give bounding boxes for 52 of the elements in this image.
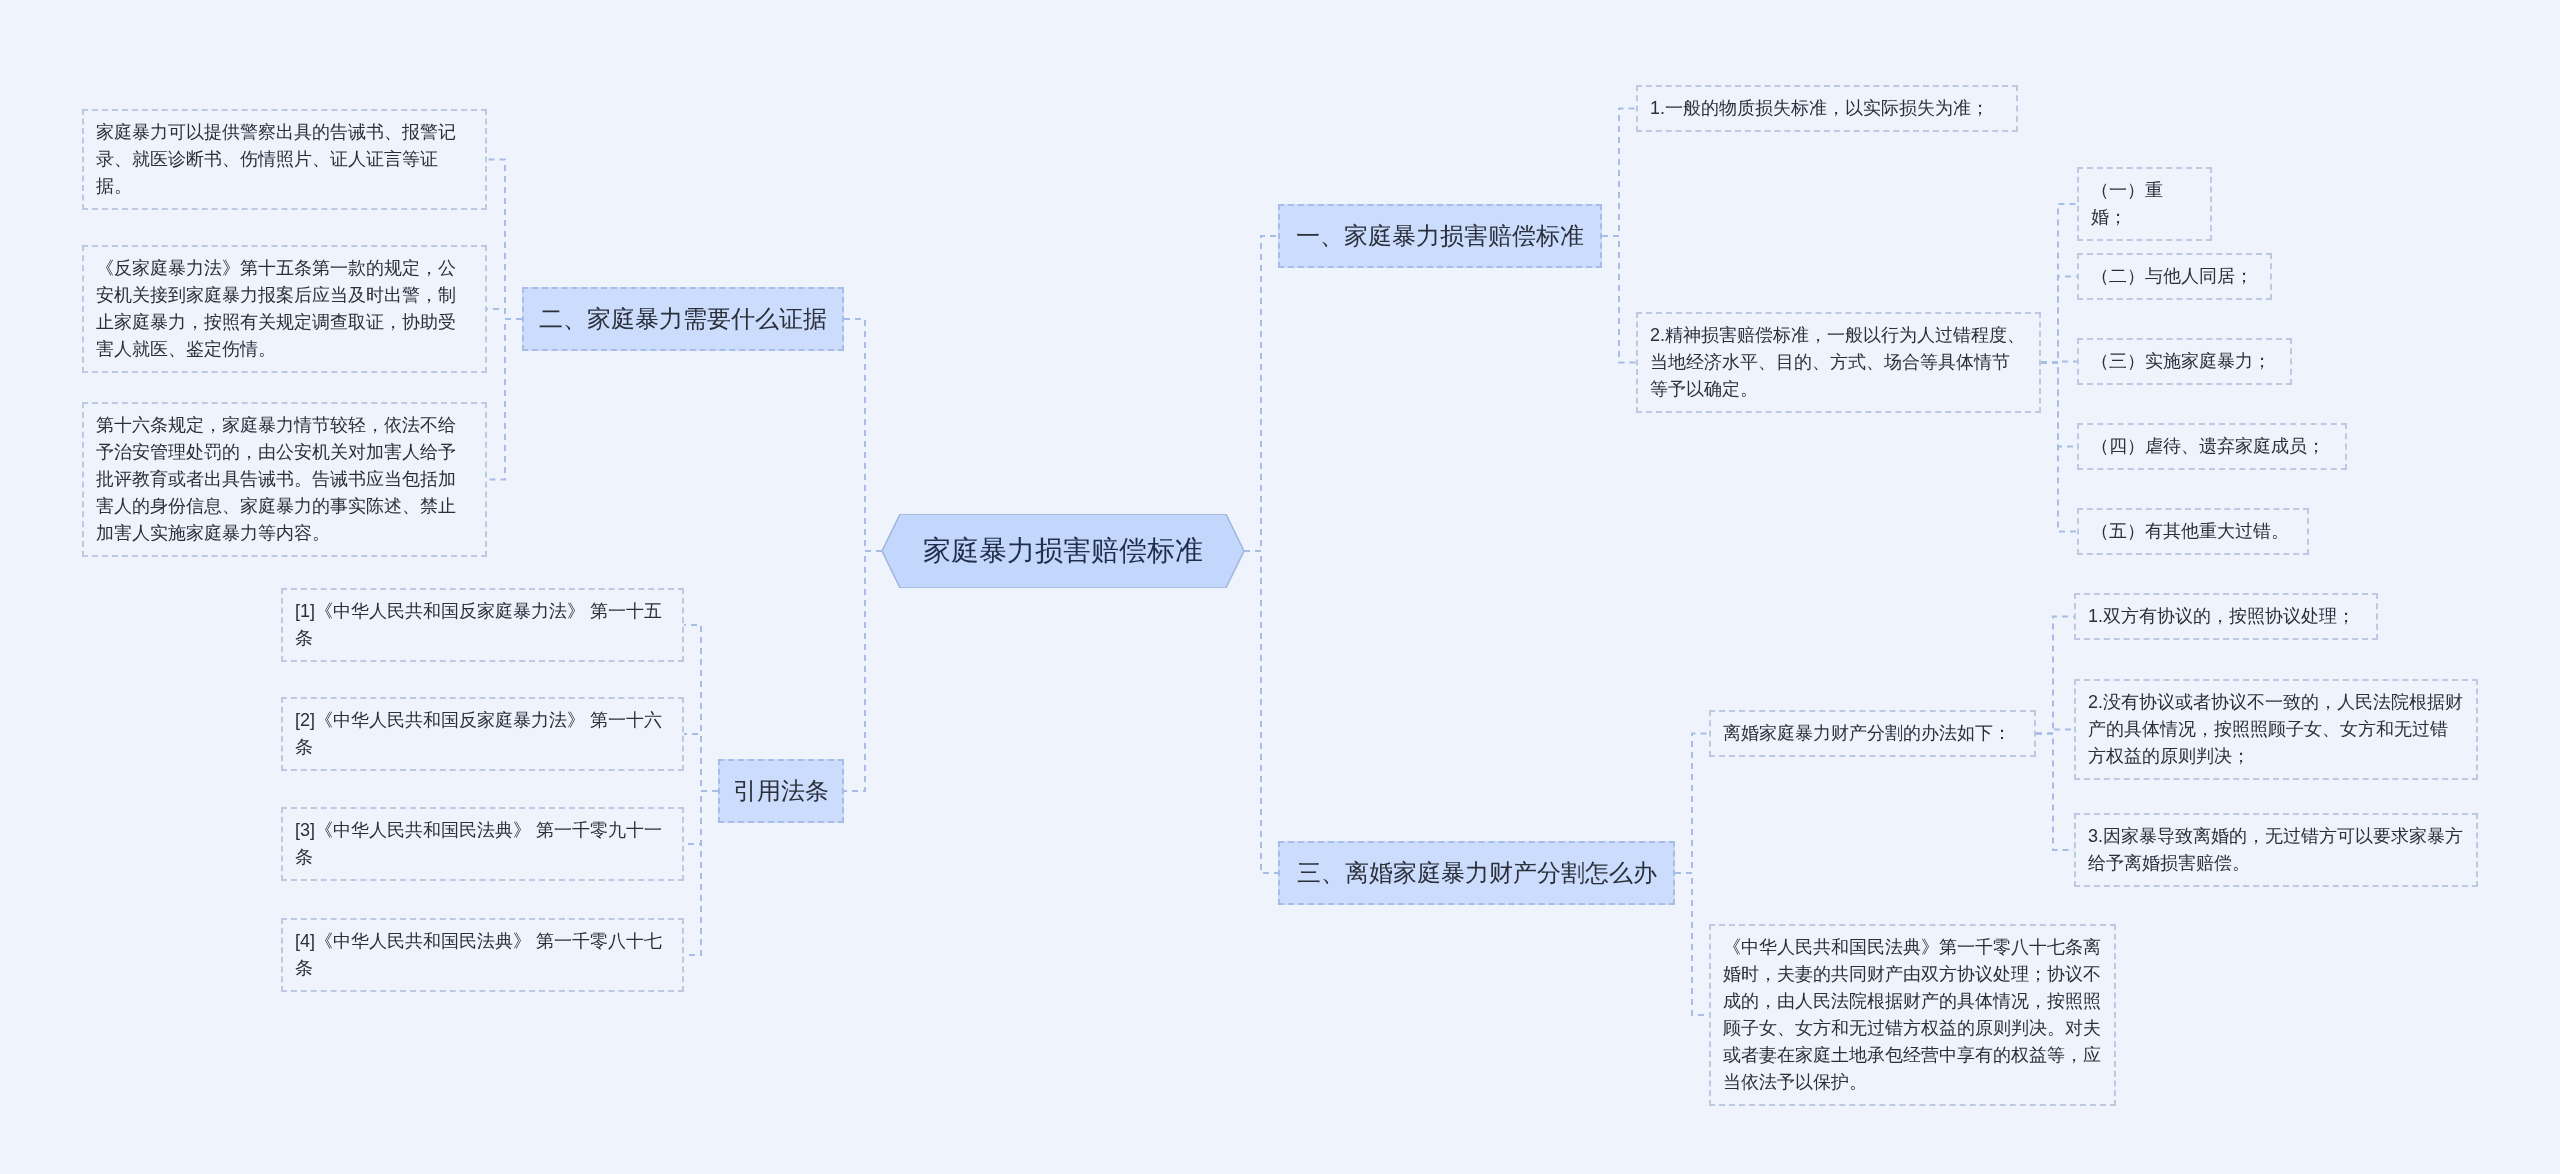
note-box xyxy=(82,245,487,373)
node-text: （五）有其他重大过错。 xyxy=(2091,520,2290,543)
connector-line xyxy=(1601,235,1637,364)
note-box xyxy=(2077,338,2292,385)
connector-line xyxy=(1243,550,1279,874)
node-text: 《中华人民共和国民法典》第一千零八十七条离婚时，夫妻的共同财产由双方协议处理；协议不成的，由人民法院根据财产的具体情况，按照照顾子女、女方和无过错方权益的原则判决。对夫或者妻在家庭土地承包经营中享有的权益等，应当依法予以保护。 xyxy=(1723,936,2102,1094)
note-box xyxy=(281,807,684,881)
note-box xyxy=(1709,710,2036,757)
node-text: 三、离婚家庭暴力财产分割怎么办 xyxy=(1295,858,1658,888)
node-text: [3]《中华人民共和国民法典》 第一千零九十一条 xyxy=(295,819,663,869)
note-box xyxy=(1636,312,2041,413)
node-text: 二、家庭暴力需要什么证据 xyxy=(538,304,828,334)
topic-box xyxy=(1278,204,1602,268)
node-text: [4]《中华人民共和国民法典》 第一千零八十七条 xyxy=(295,930,663,980)
topic-box xyxy=(718,759,844,823)
node-text: （四）虐待、遗弃家庭成员； xyxy=(2091,435,2326,458)
note-box xyxy=(2074,593,2378,640)
note-box xyxy=(2074,679,2478,780)
node-text: [2]《中华人民共和国反家庭暴力法》 第一十六条 xyxy=(295,709,663,759)
node-text: 离婚家庭暴力财产分割的办法如下： xyxy=(1723,722,2012,745)
node-text: 家庭暴力损害赔偿标准 xyxy=(922,534,1204,568)
node-text: 第十六条规定，家庭暴力情节较轻，依法不给予治安管理处罚的，由公安机关对加害人给予批评教育或者出具告诫书。告诫书应当包括加害人的身份信息、家庭暴力的事实陈述、禁止加害人实施家庭暴力等内容。 xyxy=(96,414,457,545)
node-text: （三）实施家庭暴力； xyxy=(2091,350,2272,373)
node-text: 1.双方有协议的，按照协议处理； xyxy=(2088,605,2356,628)
note-box xyxy=(82,109,487,210)
note-box xyxy=(281,697,684,771)
node-text: 3.因家暴导致离婚的，无过错方可以要求家暴方给予离婚损害赔偿。 xyxy=(2088,825,2464,875)
node-text: [1]《中华人民共和国反家庭暴力法》 第一十五条 xyxy=(295,600,663,650)
node-text: 《反家庭暴力法》第十五条第一款的规定，公安机关接到家庭暴力报案后应当及时出警，制止家庭暴力，按照有关规定调查取证，协助受害人就医、鉴定伤情。 xyxy=(96,257,457,361)
note-box xyxy=(1709,924,2116,1106)
note-box xyxy=(2074,813,2478,887)
node-text: 一、家庭暴力损害赔偿标准 xyxy=(1295,221,1585,251)
topic-box xyxy=(1278,841,1675,905)
note-box xyxy=(2077,167,2212,241)
note-box xyxy=(82,402,487,557)
note-box xyxy=(281,588,684,662)
node-text: 家庭暴力可以提供警察出具的告诫书、报警记录、就医诊断书、伤情照片、证人证言等证据。 xyxy=(96,121,457,198)
connector-line xyxy=(843,550,883,792)
node-text: 2.没有协议或者协议不一致的，人民法院根据财产的具体情况，按照照顾子女、女方和无过错方权益的原则判决； xyxy=(2088,691,2464,768)
node-text: （一）重婚； xyxy=(2091,179,2164,229)
central-topic xyxy=(882,514,1244,588)
note-box xyxy=(2077,253,2272,300)
node-text: （二）与他人同居； xyxy=(2091,265,2254,288)
topic-box xyxy=(522,287,844,351)
node-text: 引用法条 xyxy=(732,776,830,806)
node-text: 1.一般的物质损失标准，以实际损失为准； xyxy=(1650,97,1990,120)
note-box xyxy=(2077,423,2347,470)
note-box xyxy=(1636,85,2018,132)
note-box xyxy=(281,918,684,992)
node-text: 2.精神损害赔偿标准，一般以行为人过错程度、当地经济水平、目的、方式、场合等具体情节等予以确定。 xyxy=(1650,324,2026,401)
note-box xyxy=(2077,508,2309,555)
connector-line xyxy=(2040,361,2078,533)
